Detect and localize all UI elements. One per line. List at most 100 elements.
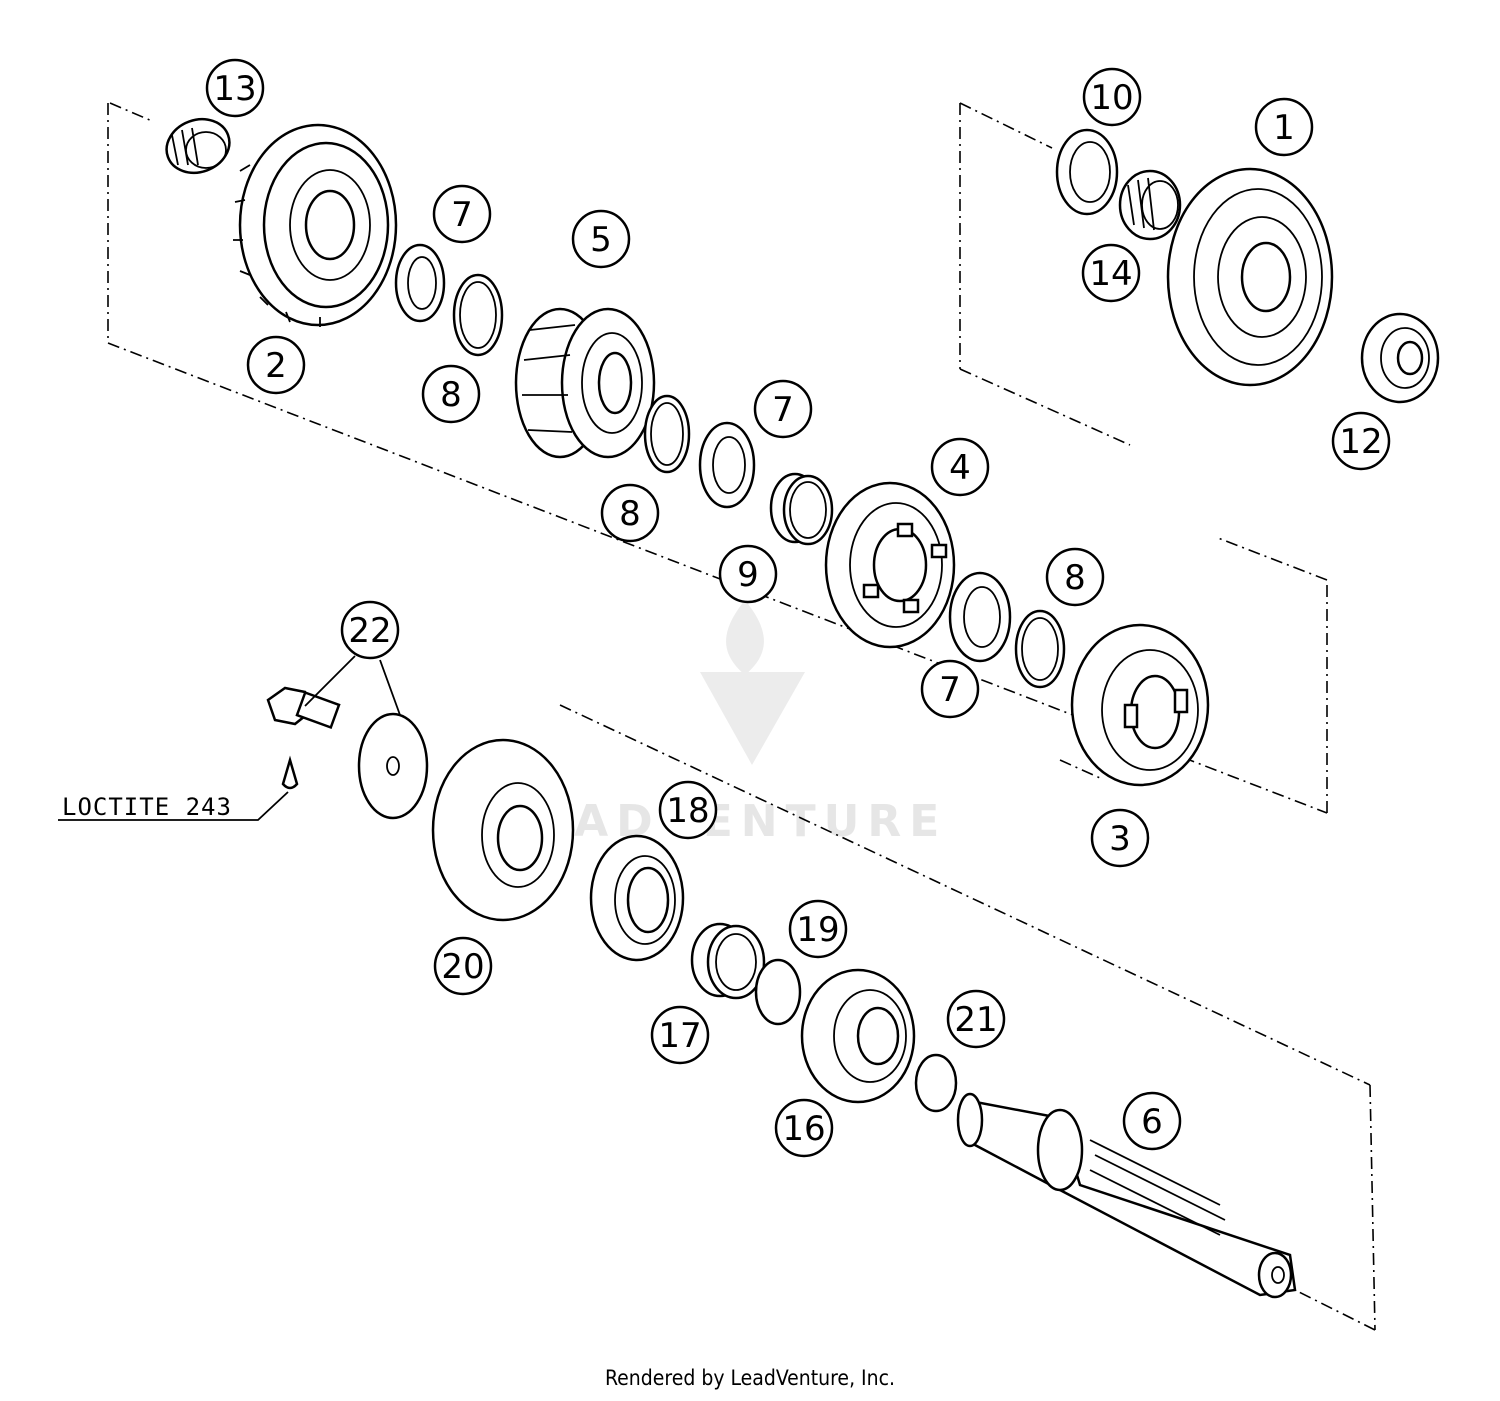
callout-circle (600, 483, 660, 543)
callout-22-leaders (304, 655, 401, 716)
callout-22: 22 (340, 600, 400, 660)
callout-number: 5 (590, 220, 612, 260)
lock-washer-7b (698, 421, 756, 509)
o-ring-21 (914, 1053, 958, 1113)
callout-18: 18 (658, 780, 718, 840)
gear-4 (824, 481, 956, 649)
callout-8: 8 (421, 364, 481, 424)
callout-8: 8 (1045, 547, 1105, 607)
callout-number: 6 (1141, 1102, 1163, 1142)
callout-number: 8 (1064, 558, 1086, 598)
callout-circle (920, 659, 980, 719)
callout-4: 4 (930, 437, 990, 497)
callout-number: 8 (440, 375, 462, 415)
assembly-outline-right (959, 102, 1131, 446)
callout-20: 20 (433, 936, 493, 996)
callout-circle (650, 1005, 710, 1065)
callout-number: 13 (213, 69, 256, 109)
callout-7: 7 (920, 659, 980, 719)
callout-number: 14 (1089, 254, 1132, 294)
callout-5: 5 (571, 209, 631, 269)
gear-2 (233, 123, 398, 327)
ball-bearing-12 (1360, 312, 1440, 404)
callout-circle (246, 335, 306, 395)
sprocket-20 (431, 738, 575, 922)
lock-washer-7a (394, 243, 446, 323)
callout-12: 12 (1331, 411, 1391, 471)
callout-number: 4 (949, 448, 971, 488)
callout-number: 12 (1339, 422, 1382, 462)
callout-circle (1331, 411, 1391, 471)
callout-circle (788, 899, 848, 959)
callout-circle (1090, 808, 1150, 868)
circlip-8b (643, 394, 691, 474)
callout-9: 9 (718, 544, 778, 604)
callout-14: 14 (1081, 243, 1141, 303)
callout-number: 7 (939, 670, 961, 710)
callout-number: 17 (658, 1016, 701, 1056)
callout-circle (930, 437, 990, 497)
spacer-17 (690, 922, 766, 1000)
callout-number: 7 (451, 195, 473, 235)
callout-6: 6 (1122, 1091, 1182, 1151)
o-ring-19 (754, 958, 802, 1026)
callout-10: 10 (1082, 67, 1142, 127)
callout-circle (205, 58, 265, 118)
callout-circle (1082, 67, 1142, 127)
circlip-8a (452, 273, 504, 357)
bushing-9 (769, 472, 834, 546)
callout-7: 7 (432, 184, 492, 244)
callout-number: 16 (782, 1109, 825, 1149)
callout-circle (1045, 547, 1105, 607)
callout-13: 13 (205, 58, 265, 118)
callout-19: 19 (788, 899, 848, 959)
callout-number: 22 (348, 611, 391, 651)
render-credit: Rendered by LeadVenture, Inc. (605, 1366, 895, 1390)
ball-bearing-16 (800, 968, 916, 1104)
needle-bearing-13 (165, 117, 231, 175)
shaft-seal-18 (589, 834, 685, 962)
callout-7: 7 (753, 379, 813, 439)
callout-circle (658, 780, 718, 840)
callout-circle (1081, 243, 1141, 303)
callout-circle (340, 600, 400, 660)
callout-circle (753, 379, 813, 439)
gear-1 (1166, 167, 1334, 387)
gear-5 (514, 307, 656, 459)
callout-circle (718, 544, 778, 604)
callout-number: 1 (1273, 108, 1295, 148)
callout-number: 10 (1090, 78, 1133, 118)
callout-circle (946, 989, 1006, 1049)
callout-circle (774, 1098, 834, 1158)
washer-22 (357, 712, 429, 820)
callout-17: 17 (650, 1005, 710, 1065)
callout-21: 21 (946, 989, 1006, 1049)
lock-washer-7c (948, 571, 1012, 663)
callout-number: 2 (265, 346, 287, 386)
callout-3: 3 (1090, 808, 1150, 868)
callout-number: 9 (737, 555, 759, 595)
thrust-washer-10 (1055, 128, 1119, 216)
callout-8: 8 (600, 483, 660, 543)
circlip-8c (1014, 609, 1066, 689)
callout-number: 21 (954, 1000, 997, 1040)
callout-number: 20 (441, 947, 484, 987)
callout-number: 3 (1109, 819, 1131, 859)
callout-circle (571, 209, 631, 269)
callout-circle (432, 184, 492, 244)
callout-1: 1 (1254, 97, 1314, 157)
loctite-note-label: LOCTITE 243 (62, 793, 232, 821)
callout-number: 19 (796, 910, 839, 950)
callout-number: 18 (666, 791, 709, 831)
gear-3 (1070, 623, 1210, 787)
callout-circle (1122, 1091, 1182, 1151)
callout-2: 2 (246, 335, 306, 395)
countershaft-6 (956, 1092, 1297, 1299)
needle-bearing-14 (1118, 169, 1182, 241)
loctite-drop (58, 755, 299, 821)
callout-circle (421, 364, 481, 424)
assembly-outline-shaft (559, 704, 1376, 1331)
callout-circle (433, 936, 493, 996)
